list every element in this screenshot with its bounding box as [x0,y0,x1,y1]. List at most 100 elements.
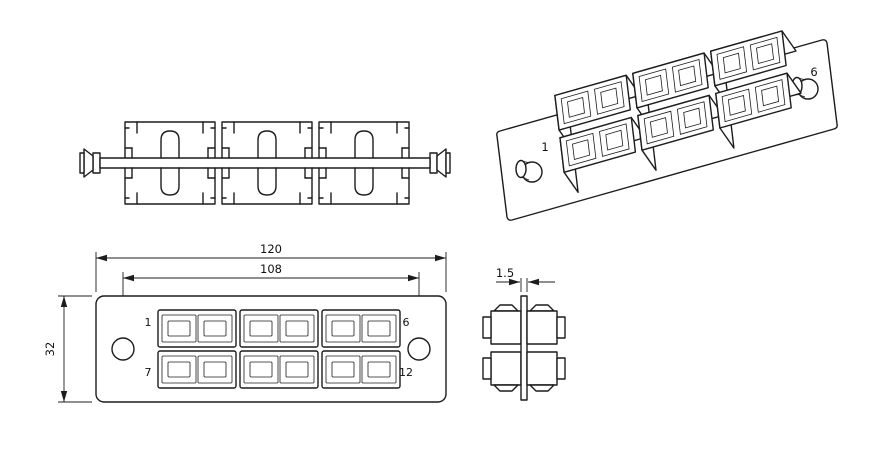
adapter-outline [318,167,410,205]
adapter-body-bottom [526,351,558,386]
fastener-pin-right [429,148,451,178]
pin-tip [445,152,451,174]
front-adapter-port [161,314,197,343]
screw-knurl [520,160,531,181]
front-adapter-port-sleeve [167,320,191,337]
dim-text-32: 32 [43,342,57,357]
iso-adapter-port [599,123,630,157]
front-adapter-port-sleeve [203,320,227,337]
front-adapter-port [325,314,361,343]
front-adapter-port-sleeve [167,361,191,378]
iso-adapter-port-sleeve [722,52,741,74]
front-adapter-port-sleeve [203,361,227,378]
screw-cap [515,159,527,179]
top-view-adapter [221,167,313,205]
iso-adapter-port-sleeve [678,65,697,87]
iso-adapter-port-sleeve [683,107,702,129]
front-panel-plate [95,295,447,403]
front-adapter-port-sleeve [249,361,273,378]
front-duplex-adapter [239,309,319,348]
extension-lines [58,295,92,403]
adapter-cap-bottom [556,357,566,380]
port-label-12: 12 [399,366,413,379]
iso-adapter-port-sleeve [649,117,668,138]
mounting-hole-left [111,337,135,361]
pin-cap [436,148,447,178]
view-side: 1.5 [482,266,566,401]
iso-adapter-port [643,110,675,145]
iso-adapter-port-sleeve [644,74,663,96]
front-adapter-port [279,314,315,343]
front-adapter-port-sleeve [285,320,309,337]
iso-adapter-port-sleeve [761,85,780,107]
adapter-outline [257,167,277,196]
pin-tip [79,152,85,174]
extension-lines [520,278,528,292]
iso-adapter-port [560,90,592,125]
adapter-outline [221,121,313,159]
iso-adapter-port [671,58,703,93]
front-adapter-array [157,309,401,389]
front-adapter-port [325,355,361,384]
adapter-outline [354,167,374,196]
iso-adapter-port [676,101,708,135]
top-view-adapter [221,121,313,159]
side-adapters-front [482,304,522,392]
adapter-outline [124,167,216,205]
adapter-outline [354,130,374,159]
front-duplex-adapter [321,309,401,348]
adapter-body-bottom [490,351,522,386]
dim-text-108: 108 [260,262,282,276]
iso-adapter-port-sleeve [600,87,619,109]
pin-neck [429,152,438,174]
front-adapter-port [361,314,397,343]
latch-top [529,304,555,312]
front-adapter-port-sleeve [331,320,355,337]
side-panel-plate [520,295,528,401]
latch-bottom [493,384,519,392]
iso-adapter-port [716,46,748,80]
front-adapter-port-sleeve [331,361,355,378]
port-label-1: 1 [145,316,152,329]
iso-adapter-port [749,36,781,71]
iso-adapter-port [565,132,597,167]
adapter-outline [221,167,313,205]
dimension-thickness: 1.5 [496,266,555,292]
iso-adapter-blocks [554,30,802,194]
adapter-cap-top [482,316,492,339]
iso-adapter-port [594,81,625,115]
iso-screw-left [515,159,543,183]
front-adapter-port [197,355,233,384]
dimension-overall-width: 120 [95,242,447,292]
front-adapter-port [243,355,279,384]
front-adapter-port [161,355,197,384]
top-view-adapter [124,167,216,205]
adapter-outline [160,167,180,196]
adapter-cap-bottom [482,357,492,380]
top-view-adapter [318,121,410,159]
adapter-body-top [490,310,522,345]
adapter-cap-top [556,316,566,339]
fastener-pin-left [79,148,101,178]
adapter-outline [124,121,216,159]
adapter-body-top [526,310,558,345]
iso-port-label-last: 6 [810,65,817,79]
pin-cap [83,148,94,178]
dim-text-1-5: 1.5 [496,266,514,280]
port-label-6: 6 [403,316,410,329]
iso-adapter-port [638,68,670,103]
front-duplex-adapter [157,309,237,348]
dim-text-120: 120 [260,242,282,256]
front-adapter-port-sleeve [367,361,391,378]
view-top [79,121,451,205]
front-adapter-port-sleeve [249,320,273,337]
iso-adapter-port [721,88,753,123]
top-view-adapters [124,121,410,205]
latch-bottom [529,384,555,392]
panel-edge-band [99,157,431,169]
iso-adapter-port-sleeve [605,129,624,151]
front-adapter-port-sleeve [285,361,309,378]
front-adapter-port-sleeve [367,320,391,337]
front-duplex-adapter [239,350,319,389]
